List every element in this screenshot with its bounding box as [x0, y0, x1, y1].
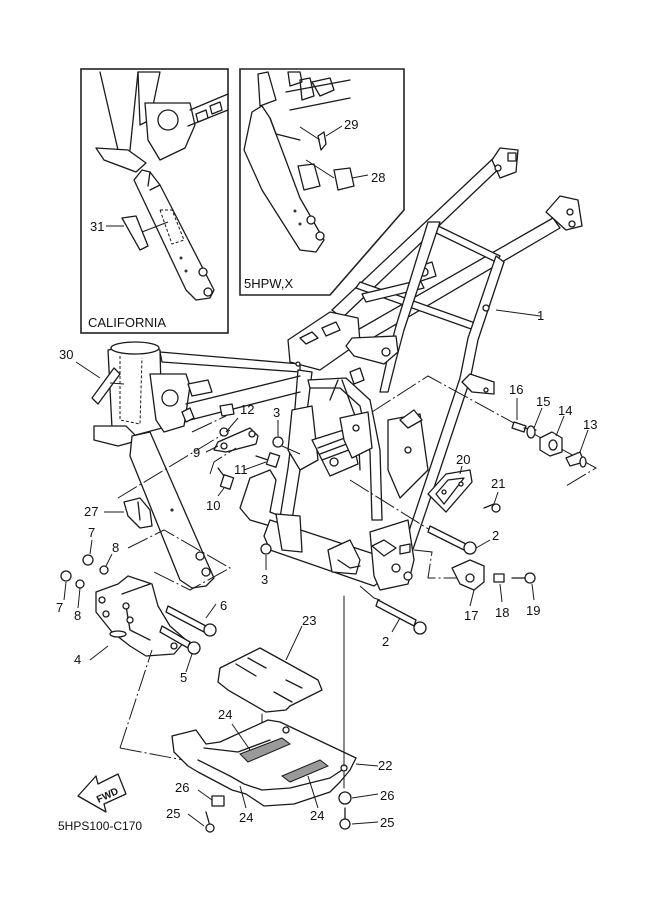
callout-27[interactable]: 27	[84, 504, 98, 519]
part-3-nut-upper	[272, 436, 284, 448]
inset-5hpw-x: 29 28 5HPW,X	[239, 68, 405, 296]
callout-4[interactable]: 4	[74, 652, 81, 667]
leader-1	[495, 309, 541, 317]
callout-8-upper[interactable]: 8	[112, 540, 119, 555]
callout-13[interactable]: 13	[583, 417, 597, 432]
reference-code: 5HPS100-C170	[58, 819, 142, 833]
inset-5hpw-x-caption: 5HPW,X	[244, 276, 293, 291]
callout-25-left[interactable]: 25	[166, 806, 180, 821]
part-26-collar-left	[211, 795, 225, 807]
mount-outline	[371, 375, 598, 487]
callout-28[interactable]: 28	[371, 170, 385, 185]
fwd-direction-arrow: FWD	[77, 773, 127, 813]
part-7-nut-upper	[82, 554, 94, 566]
part-16-bolt	[511, 421, 527, 433]
part-24-damper-b	[281, 759, 329, 783]
callout-16[interactable]: 16	[509, 382, 523, 397]
callout-8-lower[interactable]: 8	[74, 608, 81, 623]
callout-24-a[interactable]: 24	[218, 707, 232, 722]
callout-9[interactable]: 9	[193, 445, 200, 460]
callout-17[interactable]: 17	[464, 608, 478, 623]
inset-california-caption: CALIFORNIA	[88, 315, 166, 330]
fwd-arrow-icon	[77, 773, 127, 813]
callout-1[interactable]: 1	[537, 308, 544, 323]
callout-2-lower[interactable]: 2	[382, 634, 389, 649]
engine-bracket-cluster	[60, 554, 217, 657]
part-8-washer-upper	[99, 565, 109, 575]
part-27-cover	[123, 497, 153, 529]
callout-2-upper[interactable]: 2	[492, 528, 499, 543]
part-15-washer	[526, 425, 536, 439]
callout-5[interactable]: 5	[180, 670, 187, 685]
callout-6[interactable]: 6	[220, 598, 227, 613]
callout-11[interactable]: 11	[234, 462, 248, 477]
part-28-label	[333, 167, 355, 191]
part-10-bolt	[219, 474, 235, 490]
callout-21[interactable]: 21	[491, 476, 505, 491]
callout-24-c[interactable]: 24	[310, 808, 324, 823]
inset-5hpw-x-frame-drawing	[243, 71, 369, 253]
inset-california-frame-drawing	[95, 71, 229, 301]
part-3-nut-lower	[260, 543, 272, 555]
callout-22[interactable]: 22	[378, 758, 392, 773]
callout-19[interactable]: 19	[526, 603, 540, 618]
part-12-nut	[219, 427, 229, 437]
inset-california: 31 CALIFORNIA	[80, 68, 229, 334]
part-2-bolt-upper	[427, 525, 467, 551]
callout-7-upper[interactable]: 7	[88, 525, 95, 540]
part-31-label-sticker	[121, 215, 149, 251]
callout-14[interactable]: 14	[558, 403, 572, 418]
callout-26-left[interactable]: 26	[175, 780, 189, 795]
callout-25-right[interactable]: 25	[380, 815, 394, 830]
callout-3-lower[interactable]: 3	[261, 572, 268, 587]
callout-7-lower[interactable]: 7	[56, 600, 63, 615]
callout-20[interactable]: 20	[456, 452, 470, 467]
part-11-bolt	[255, 455, 269, 461]
callout-3-upper[interactable]: 3	[273, 405, 280, 420]
part-18-collar	[493, 573, 505, 583]
part-19-bolt	[524, 572, 536, 584]
part-22-skid-plate	[171, 719, 357, 807]
callout-12[interactable]: 12	[240, 402, 254, 417]
part-21-bolt	[483, 503, 495, 509]
callout-24-b[interactable]: 24	[239, 810, 253, 825]
part-24-damper-a	[239, 737, 291, 763]
part-30-label	[91, 367, 121, 405]
part-8-washer-lower	[75, 579, 85, 589]
rear-mount-hardware	[511, 421, 587, 468]
part-23-damper-plate	[217, 647, 323, 713]
callout-10[interactable]: 10	[206, 498, 220, 513]
inset-5hpw-x-border	[239, 68, 405, 296]
part-29-label	[317, 131, 327, 151]
bracket-cluster	[191, 415, 281, 490]
part-7-nut-lower	[60, 570, 72, 582]
part-2-bolt-lower	[375, 599, 417, 627]
callout-29[interactable]: 29	[344, 117, 358, 132]
part-1-frame	[93, 147, 583, 591]
callout-30[interactable]: 30	[59, 347, 73, 362]
callout-18[interactable]: 18	[495, 605, 509, 620]
callout-26-right[interactable]: 26	[380, 788, 394, 803]
part-26-collar-right	[338, 791, 352, 805]
callout-31[interactable]: 31	[90, 219, 104, 234]
part-20-plate	[427, 469, 473, 513]
callout-15[interactable]: 15	[536, 394, 550, 409]
callout-23[interactable]: 23	[302, 613, 316, 628]
